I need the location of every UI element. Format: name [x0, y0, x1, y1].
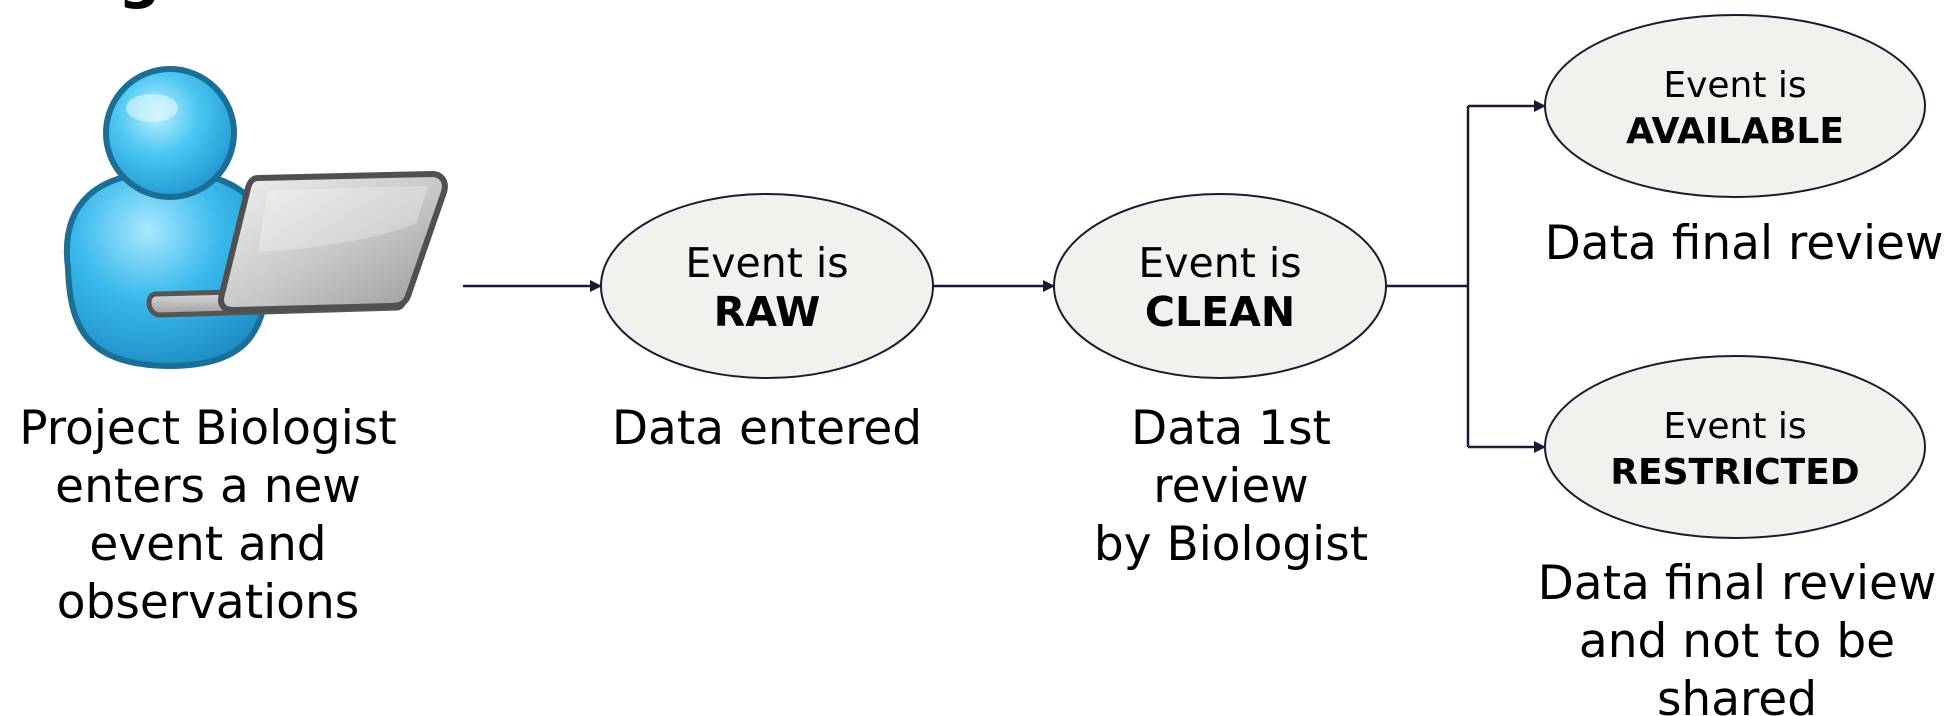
caption-line: Project Biologist: [19, 401, 396, 456]
caption-line: enters a new: [55, 459, 361, 514]
title-fragment: g: [118, 0, 161, 11]
caption-line: observations: [57, 575, 359, 630]
state-clean-prefix: Event is: [1138, 239, 1301, 287]
state-raw-status: RAW: [714, 288, 821, 336]
state-available-status: AVAILABLE: [1626, 111, 1844, 152]
state-raw-prefix: Event is: [685, 239, 848, 287]
caption-line: event and: [89, 517, 326, 572]
caption-line: Data final review: [1545, 216, 1944, 271]
state-available: Event is AVAILABLE: [1544, 14, 1926, 198]
caption-line: by Biologist: [1094, 517, 1368, 572]
state-raw: Event is RAW: [600, 193, 934, 379]
state-restricted: Event is RESTRICTED: [1544, 355, 1926, 539]
state-clean: Event is CLEAN: [1053, 193, 1387, 379]
caption-line: Data 1st: [1131, 401, 1331, 456]
caption-line: and not to be: [1579, 614, 1895, 669]
caption-line: shared: [1657, 672, 1817, 716]
user-with-laptop-icon: [63, 66, 448, 370]
state-restricted-prefix: Event is: [1663, 406, 1806, 447]
state-restricted-status: RESTRICTED: [1610, 452, 1859, 493]
state-available-prefix: Event is: [1663, 65, 1806, 106]
state-available-caption: Data final review: [1545, 216, 1944, 271]
connectors: [463, 100, 1546, 453]
caption-line: Data entered: [612, 401, 922, 456]
state-raw-caption: Data entered: [612, 401, 922, 456]
state-clean-status: CLEAN: [1145, 288, 1295, 336]
caption-line: Data final review: [1538, 556, 1937, 611]
caption-line: review: [1153, 459, 1308, 514]
